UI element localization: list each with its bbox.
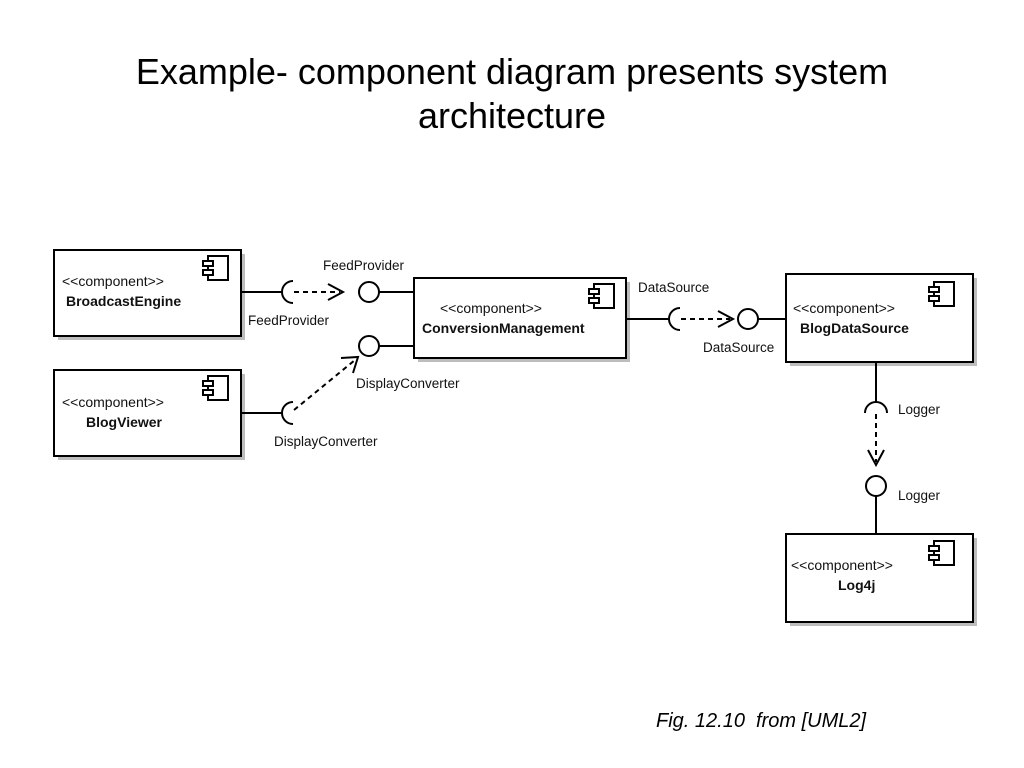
interface-label-feedprovider-required: FeedProvider xyxy=(248,313,330,328)
component-stereotype: <<component>> xyxy=(793,300,895,316)
component-broadcastengine: <<component>> BroadcastEngine xyxy=(53,249,245,340)
slide-title: Example- component diagram presents syst… xyxy=(0,50,1024,138)
component-name: ConversionManagement xyxy=(422,320,585,336)
component-conversionmanagement: <<component>> ConversionManagement xyxy=(413,277,630,362)
interface-label-displayconverter-required: DisplayConverter xyxy=(274,434,378,449)
connector-logger xyxy=(864,362,888,534)
component-stereotype: <<component>> xyxy=(62,394,164,410)
title-line-1: Example- component diagram presents syst… xyxy=(135,51,889,92)
component-name: BlogDataSource xyxy=(800,320,909,336)
interface-label-displayconverter-provided: DisplayConverter xyxy=(356,376,460,391)
component-stereotype: <<component>> xyxy=(791,557,893,573)
component-log4j: <<component>> Log4j xyxy=(785,533,977,626)
component-stereotype: <<component>> xyxy=(62,273,164,289)
connector-displayconverter xyxy=(241,335,414,425)
connector-datasource xyxy=(626,307,786,331)
component-blogviewer: <<component>> BlogViewer xyxy=(53,369,245,460)
interface-label-datasource-provided: DataSource xyxy=(703,340,774,355)
component-name: BlogViewer xyxy=(86,414,163,430)
component-stereotype: <<component>> xyxy=(440,300,542,316)
title-line-2: architecture xyxy=(417,95,607,136)
component-name: BroadcastEngine xyxy=(66,293,181,309)
figure-caption: Fig. 12.10 from [UML2] xyxy=(656,710,867,732)
interface-label-logger-provided: Logger xyxy=(898,488,941,503)
component-name: Log4j xyxy=(838,577,875,593)
interface-label-datasource-required: DataSource xyxy=(638,280,709,295)
component-blogdatasource: <<component>> BlogDataSource xyxy=(785,273,977,366)
interface-label-feedprovider-provided: FeedProvider xyxy=(323,258,405,273)
connector-feedprovider xyxy=(241,280,414,304)
interface-label-logger-required: Logger xyxy=(898,402,941,417)
